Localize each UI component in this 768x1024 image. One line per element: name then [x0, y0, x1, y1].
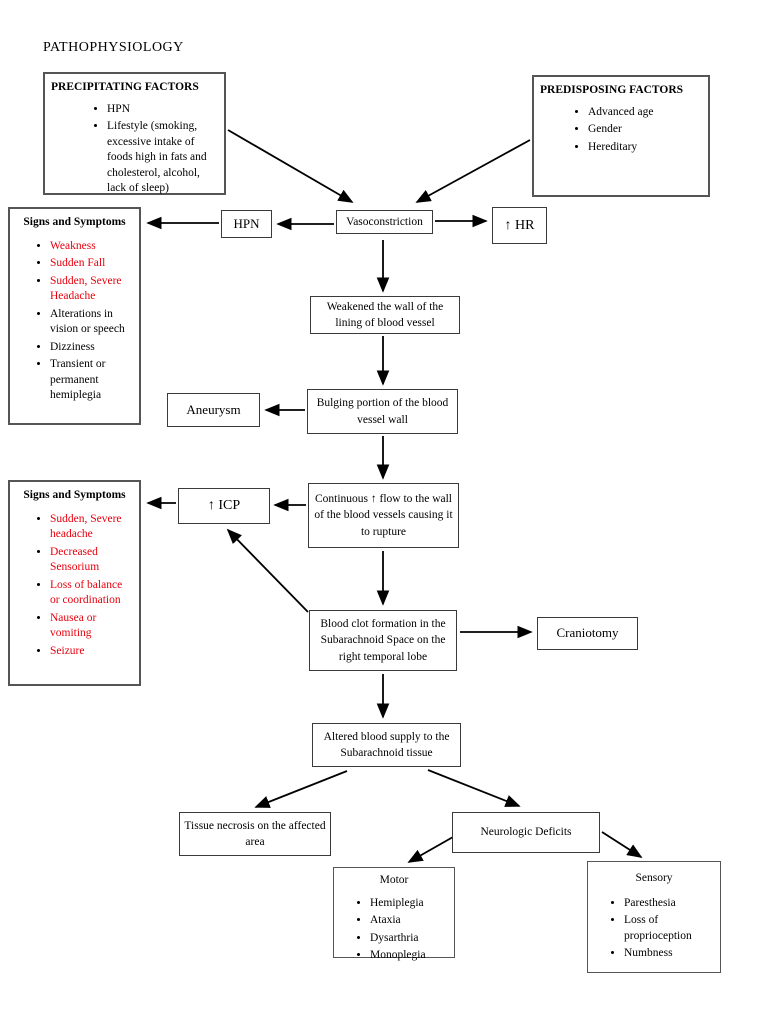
symptom-item: Sudden Fall — [50, 256, 133, 272]
predisposing-factors-box: PREDISPOSING FACTORS Advanced age Gender… — [532, 75, 710, 197]
motor-header: Motor — [379, 874, 409, 886]
list-item: Gender — [588, 122, 702, 138]
list-item: Monoplegia — [370, 948, 448, 964]
aneurysm-node: Aneurysm — [167, 393, 260, 427]
symptom-item: Seizure — [50, 644, 133, 660]
symptom-item: Transient or permanent hemiplegia — [50, 357, 133, 404]
arrow-neurologic-to-motor — [407, 836, 454, 863]
continuous-flow-node: Continuous ↑ flow to the wall of the blo… — [308, 483, 459, 548]
signs-symptoms-1-header: Signs and Symptoms — [23, 216, 126, 228]
page-title: PATHOPHYSIOLOGY — [43, 40, 184, 55]
increased-icp-node: ↑ ICP — [178, 488, 270, 524]
list-item: Loss of proprioception — [624, 913, 714, 944]
arrow-precipitating-to-vasoconstriction — [227, 129, 354, 203]
craniotomy-node: Craniotomy — [537, 617, 638, 650]
symptom-item: Decreased Sensorium — [50, 545, 133, 576]
symptom-item: Sudden, Severe headache — [50, 512, 133, 543]
symptom-item: Loss of balance or coordination — [50, 578, 133, 609]
arrow-altered-to-tissue — [254, 770, 348, 808]
list-item: Ataxia — [370, 913, 448, 929]
signs-symptoms-2-box: Signs and Symptoms Sudden, Severe headac… — [8, 480, 141, 686]
tissue-necrosis-node: Tissue necrosis on the affected area — [179, 812, 331, 856]
symptom-item: Nausea or vomiting — [50, 611, 133, 642]
sensory-list: Paresthesia Loss of proprioception Numbn… — [594, 896, 714, 962]
signs-symptoms-2-list: Sudden, Severe headache Decreased Sensor… — [16, 512, 133, 660]
symptom-item: Dizziness — [50, 340, 133, 356]
neurologic-deficits-node: Neurologic Deficits — [452, 812, 600, 853]
altered-blood-supply-node: Altered blood supply to the Subarachnoid… — [312, 723, 461, 767]
arrow-altered-to-neurologic — [427, 769, 521, 807]
sensory-header: Sensory — [635, 872, 673, 884]
signs-symptoms-1-list: Weakness Sudden Fall Sudden, Severe Head… — [16, 239, 133, 404]
vasoconstriction-node: Vasoconstriction — [336, 210, 433, 234]
list-item: Lifestyle (smoking, excessive intake of … — [107, 119, 218, 197]
increased-hr-node: ↑ HR — [492, 207, 547, 244]
arrow-neurologic-to-sensory — [601, 831, 643, 858]
precipitating-factors-header: PRECIPITATING FACTORS — [51, 81, 199, 93]
list-item: Paresthesia — [624, 896, 714, 912]
hpn-node: HPN — [221, 210, 272, 238]
symptom-item: Sudden, Severe Headache — [50, 274, 133, 305]
list-item: Hereditary — [588, 140, 702, 156]
signs-symptoms-1-box: Signs and Symptoms Weakness Sudden Fall … — [8, 207, 141, 425]
symptom-item: Alterations in vision or speech — [50, 307, 133, 338]
symptom-item: Weakness — [50, 239, 133, 255]
arrow-bloodclot-to-icp — [226, 528, 309, 613]
list-item: Numbness — [624, 946, 714, 962]
list-item: Dysarthria — [370, 931, 448, 947]
predisposing-factors-list: Advanced age Gender Hereditary — [540, 105, 702, 156]
motor-list: Hemiplegia Ataxia Dysarthria Monoplegia — [340, 896, 448, 964]
precipitating-factors-box: PRECIPITATING FACTORS HPN Lifestyle (smo… — [43, 72, 226, 195]
predisposing-factors-header: PREDISPOSING FACTORS — [540, 84, 684, 96]
weakened-wall-node: Weakened the wall of the lining of blood… — [310, 296, 460, 334]
signs-symptoms-2-header: Signs and Symptoms — [23, 489, 126, 501]
list-item: Advanced age — [588, 105, 702, 121]
precipitating-factors-list: HPN Lifestyle (smoking, excessive intake… — [51, 102, 218, 197]
bulging-portion-node: Bulging portion of the blood vessel wall — [307, 389, 458, 434]
motor-box: Motor Hemiplegia Ataxia Dysarthria Monop… — [333, 867, 455, 961]
list-item: HPN — [107, 102, 218, 118]
arrow-predisposing-to-vasoconstriction — [415, 139, 531, 203]
blood-clot-node: Blood clot formation in the Subarachnoid… — [309, 610, 457, 671]
sensory-box: Sensory Paresthesia Loss of propriocepti… — [587, 861, 721, 973]
list-item: Hemiplegia — [370, 896, 448, 912]
